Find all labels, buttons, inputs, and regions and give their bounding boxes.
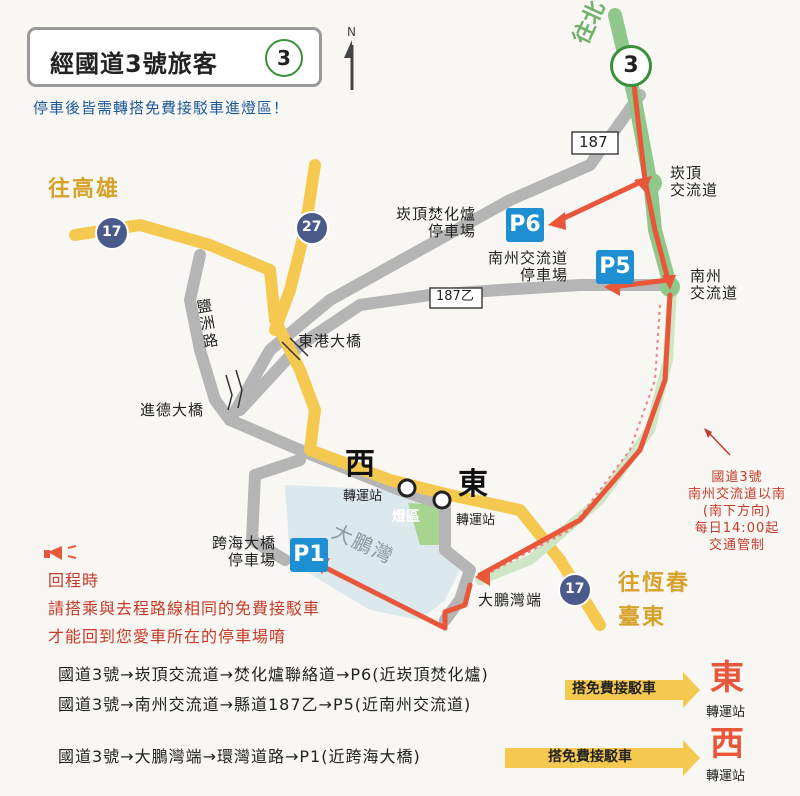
dest-west-sub: 轉運站 — [706, 769, 746, 784]
road-187-box — [571, 131, 619, 155]
traffic-control-dotted — [479, 304, 661, 579]
compass-arrow — [344, 40, 352, 58]
dest-west-name: 西 — [710, 724, 744, 764]
road-187b-box — [429, 287, 483, 309]
p1-label: 跨海大橋 停車場 — [212, 534, 277, 569]
dest-east-sub: 轉運站 — [706, 705, 746, 720]
north-shield-icon: 3 — [610, 45, 652, 87]
title-box: 經國道3號旅客 3 — [27, 27, 322, 87]
shuttle-label-east: 搭免費接駁車 — [572, 681, 656, 697]
route-17-shield-b — [558, 573, 592, 607]
shuttle-arrow-east — [565, 672, 700, 708]
road-17b-label: 17 — [565, 581, 585, 597]
gold-roads — [69, 159, 606, 631]
return-line-2: 才能回到您愛車所在的停車場唷 — [48, 627, 287, 646]
p5-badge: P5 — [596, 250, 634, 284]
route-line-2: 國道3號→南州交流道→縣道187乙→P5(近南州交流道) — [58, 695, 472, 714]
bridge-marks — [225, 337, 309, 411]
page-title: 經國道3號旅客 — [50, 50, 218, 78]
direction-hengchun: 往恆春 — [618, 571, 691, 596]
east-station-name: 東 — [458, 467, 488, 502]
p6-badge: P6 — [506, 208, 544, 242]
notice-text: 停車後皆需轉搭免費接駁車進燈區！ — [33, 99, 290, 117]
traffic-control-note: 國道3號 南州交流道以南 (南下方向) 每日14:00起 交通管制 — [687, 470, 786, 553]
north-shield-number: 3 — [623, 53, 639, 78]
east-station-sub: 轉運站 — [456, 513, 496, 528]
direction-taitung: 臺東 — [618, 605, 667, 630]
road-17a-label: 17 — [102, 224, 122, 240]
highway-shield-icon: 3 — [265, 39, 303, 77]
route-line-1: 國道3號→崁頂交流道→焚化爐聯絡道→P6(近崁頂焚化爐) — [58, 665, 489, 684]
return-heading: 回程時 — [48, 571, 100, 590]
road-187b-label: 187乙 — [436, 289, 474, 304]
title-shield-number: 3 — [277, 46, 291, 70]
return-line-1: 請搭乘與去程路線相同的免費接駁車 — [48, 599, 321, 618]
road-187-label: 187 — [579, 133, 608, 151]
kanding-interchange-label: 崁頂 交流道 — [670, 164, 719, 199]
lamp-area-label: 燈區 — [392, 509, 420, 525]
p1-badge: P1 — [290, 538, 328, 572]
west-station-dot — [397, 478, 417, 498]
direction-kaohsiung: 往高雄 — [48, 177, 121, 202]
traffic-control-pointer-head — [704, 428, 712, 438]
p5-label: 南州交流道 停車場 — [488, 249, 569, 284]
west-station-name: 西 — [345, 447, 375, 482]
route-line-3: 國道3號→大鵬灣端→環灣道路→P1(近跨海大橋) — [58, 747, 421, 766]
route-17-shield-a — [95, 216, 129, 250]
compass-n: N — [347, 25, 356, 39]
p6-label: 崁頂焚化爐 停車場 — [396, 205, 477, 240]
traffic-control-pointer — [707, 431, 731, 456]
shuttle-arrow-west — [505, 740, 700, 776]
route-27-shield — [295, 211, 329, 245]
lamp-area — [408, 503, 442, 545]
dapeng-end-label: 大鵬灣端 — [478, 591, 543, 609]
nanzhou-interchange-label: 南州 交流道 — [690, 267, 739, 302]
megaphone-icon — [44, 545, 77, 560]
east-station-dot — [432, 490, 452, 510]
donggang-bridge-label: 東港大橋 — [298, 332, 363, 350]
shuttle-label-west: 搭免費接駁車 — [548, 749, 632, 765]
jinde-bridge-label: 進德大橋 — [140, 401, 205, 419]
west-station-sub: 轉運站 — [343, 489, 383, 504]
dest-east-name: 東 — [710, 658, 744, 698]
road-27-label: 27 — [302, 219, 322, 235]
